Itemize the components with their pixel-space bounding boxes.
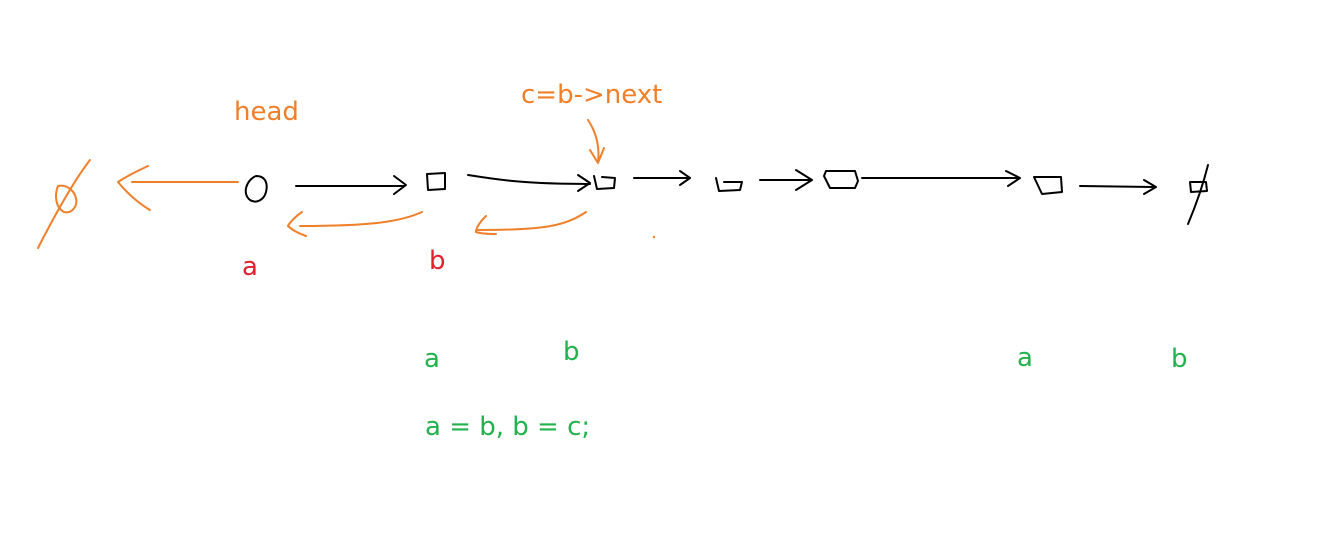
label-a-red: a [242,252,258,282]
arrow-4-to-5 [759,169,813,191]
assignment-code: a = b, b = c; [425,412,591,442]
label-c-equals-b-next: c=b->next [521,80,663,110]
label-b-green-first: b [563,337,580,367]
reversed-arrow-3-to-2 [475,211,587,235]
null-node-right [1187,164,1209,225]
node-1 [244,175,268,203]
arrow-2-to-3 [467,174,591,192]
arrow-1-to-2 [295,175,407,195]
label-b-red: b [429,246,446,276]
arrow-3-to-4 [633,170,691,186]
arrow-5-to-6 [861,170,1021,187]
label-a-green-last: a [1017,343,1033,373]
label-a-green-first: a [424,344,440,374]
label-b-green-last: b [1171,344,1188,374]
reversed-arrow-2-to-1 [287,211,423,237]
stray-dot [652,235,656,239]
node-2 [426,172,446,191]
label-head: head [234,97,299,127]
null-node-left [37,159,91,249]
node-6 [1033,176,1063,195]
arrow-6-to-null [1079,179,1157,195]
pointer-c-to-node-3 [587,119,605,164]
node-5 [823,170,859,189]
node-4 [715,177,743,192]
reversed-arrow-head-to-null [117,165,239,211]
node-3 [593,175,616,190]
